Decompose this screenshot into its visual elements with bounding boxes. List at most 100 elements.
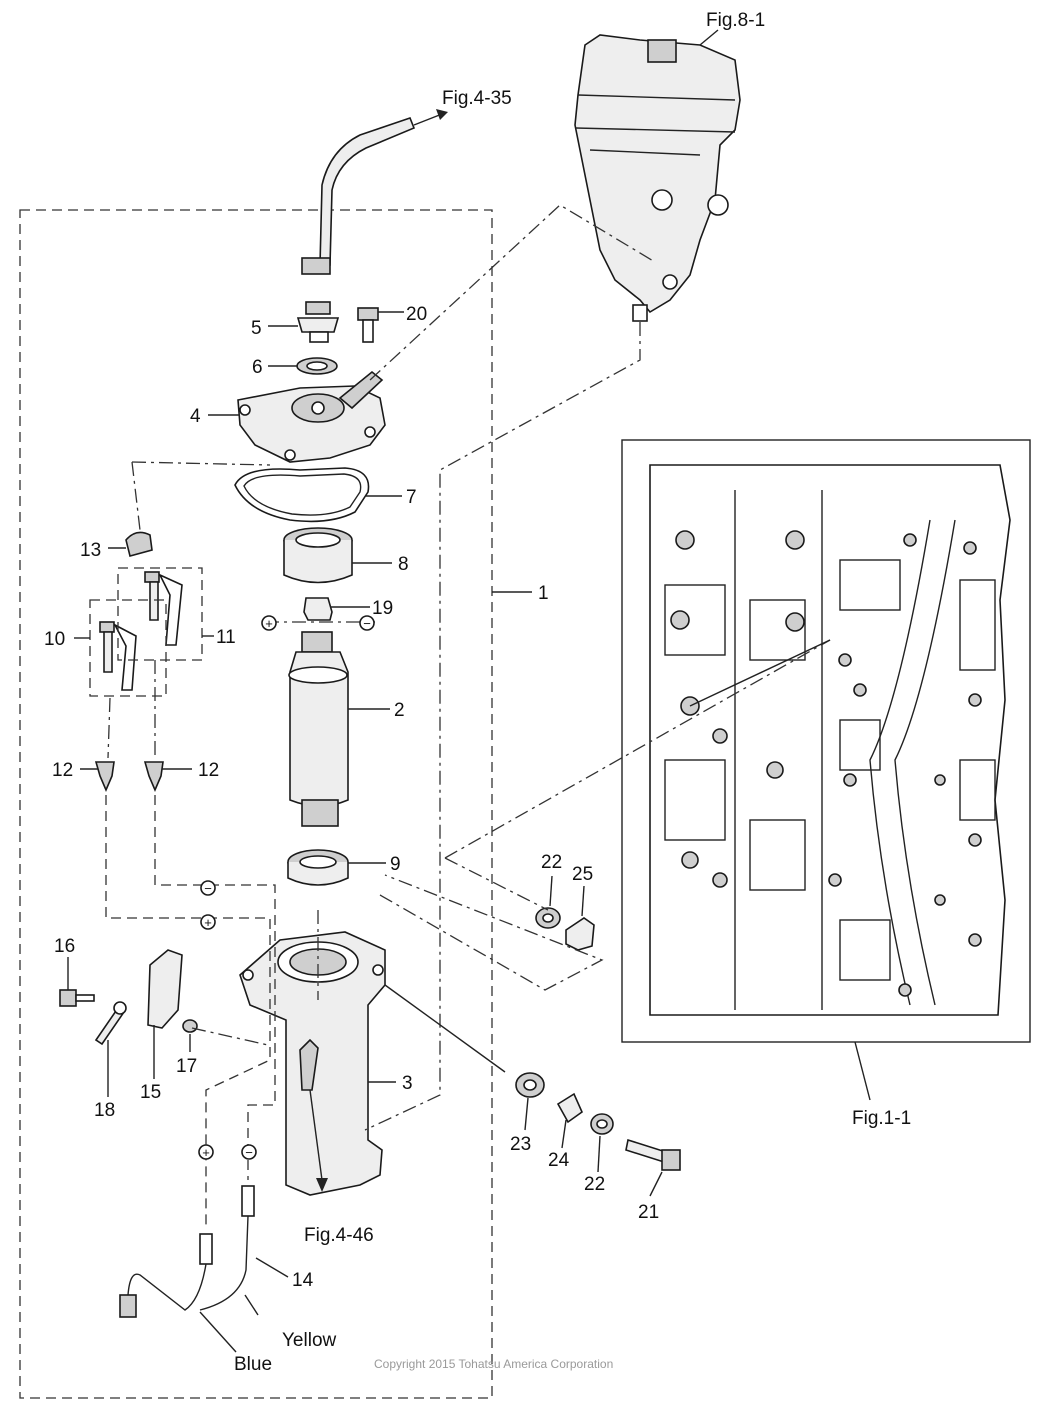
callout-25: 25 (572, 864, 593, 885)
part-12-nut-left (94, 761, 115, 793)
callout-23: 23 (510, 1134, 531, 1155)
ref-fig-4-35: Fig.4-35 (442, 88, 512, 109)
callout-13: 13 (80, 540, 101, 561)
link-grommet-to-block-a (444, 857, 549, 911)
part-25-grommet (565, 917, 595, 951)
fig-1-1-inset (621, 439, 1031, 1043)
part-17-washer (182, 1019, 198, 1033)
callout-11: 11 (216, 627, 236, 648)
ref-fig-4-46: Fig.4-46 (304, 1225, 374, 1246)
part-14-harness (119, 1185, 255, 1318)
leader-25 (581, 885, 585, 917)
part-9-seal (287, 849, 349, 886)
part-21-bolt (625, 1138, 681, 1171)
part-4-cover (237, 370, 386, 463)
polarity-minus-marker-harness: − (241, 1144, 257, 1160)
svg-text:+: + (204, 915, 212, 930)
callout-22-bottom: 22 (584, 1174, 605, 1195)
svg-text:−: − (363, 616, 371, 631)
callout-2: 2 (394, 700, 405, 721)
callout-3: 3 (402, 1073, 413, 1094)
callout-10: 10 (44, 629, 65, 650)
link-left-terminal (107, 697, 111, 759)
callout-24: 24 (548, 1150, 570, 1171)
link-grommet-to-block-b (444, 639, 831, 859)
callout-17: 17 (176, 1056, 197, 1077)
callout-12-left: 12 (52, 760, 73, 781)
polarity-plus-marker-housing: + (200, 914, 216, 930)
leader-fig-1-1 (854, 1041, 871, 1101)
svg-text:+: + (202, 1145, 210, 1160)
leader-21 (649, 1171, 663, 1197)
engine-block (649, 464, 1011, 1016)
part-11-terminal (144, 571, 183, 646)
callout-14: 14 (292, 1270, 314, 1291)
leader-22b (597, 1135, 601, 1173)
hose (301, 116, 416, 275)
leader-24 (561, 1119, 567, 1149)
polarity-plus-marker-pump: + (261, 615, 277, 631)
callout-12-right: 12 (198, 760, 219, 781)
leader-22a (549, 875, 553, 907)
leader-fig-8-1 (699, 29, 719, 46)
vapor-separator-ref (574, 34, 741, 322)
part-10-group (89, 599, 167, 697)
part-7-gasket (234, 467, 370, 523)
callout-6: 6 (252, 357, 263, 378)
wire-minus-path (154, 795, 276, 1180)
leader-yellow (244, 1294, 259, 1316)
callout-1: 1 (538, 583, 549, 604)
polarity-plus-marker-harness: + (198, 1144, 214, 1160)
part-2-pump (288, 631, 349, 827)
callout-4: 4 (190, 406, 201, 427)
copyright-notice: Copyright 2015 Tohatsu America Corporati… (374, 1357, 613, 1371)
part-20-bolt (357, 307, 379, 343)
wire-label-yellow: Yellow (282, 1330, 337, 1351)
leader-fig-4-46 (309, 1089, 323, 1181)
polarity-minus-marker-pump: − (359, 615, 375, 631)
wire-label-blue: Blue (234, 1354, 272, 1375)
svg-text:−: − (245, 1145, 253, 1160)
link-cover-to-separator (369, 204, 656, 381)
callout-22-top: 22 (541, 852, 562, 873)
link-separator-to-housing (364, 322, 641, 1131)
callout-19: 19 (372, 598, 393, 619)
ref-fig-1-1: Fig.1-1 (852, 1108, 911, 1129)
part-13-cap (125, 531, 153, 557)
fig-4-46-arrow (316, 1178, 328, 1192)
ref-fig-8-1: Fig.8-1 (706, 10, 765, 31)
callout-9: 9 (390, 854, 401, 875)
callout-20: 20 (406, 304, 427, 325)
link-to-grommet (379, 874, 604, 991)
callout-5: 5 (251, 318, 262, 339)
callout-15: 15 (140, 1082, 161, 1103)
callout-21: 21 (638, 1202, 659, 1223)
leader-housing-to-collar (384, 984, 506, 1073)
part-15-bracket (147, 949, 183, 1029)
wire-plus-path (105, 795, 271, 1230)
leader-23 (524, 1097, 529, 1131)
fig-4-35-arrow (436, 109, 448, 120)
part-10-terminal (99, 621, 137, 691)
callout-8: 8 (398, 554, 409, 575)
link-cover-to-terminals (131, 461, 271, 466)
fig-4-35-leader (413, 113, 443, 126)
callout-7: 7 (406, 487, 417, 508)
callout-18: 18 (94, 1100, 115, 1121)
part-19-filter (303, 597, 333, 621)
part-11-group (117, 567, 203, 661)
part-16-screw (59, 989, 95, 1007)
block-hole-link (689, 639, 831, 707)
leader-14 (255, 1257, 289, 1278)
svg-text:+: + (265, 616, 273, 631)
part-5-fitting (296, 301, 340, 343)
leader-blue (199, 1311, 237, 1353)
link-bracket (191, 1027, 269, 1046)
assembly-boundary (19, 209, 493, 1399)
link-cover-to-cap (131, 461, 141, 531)
callout-16: 16 (54, 936, 75, 957)
part-12-nut-right (143, 761, 164, 793)
polarity-minus-marker-housing: − (200, 880, 216, 896)
